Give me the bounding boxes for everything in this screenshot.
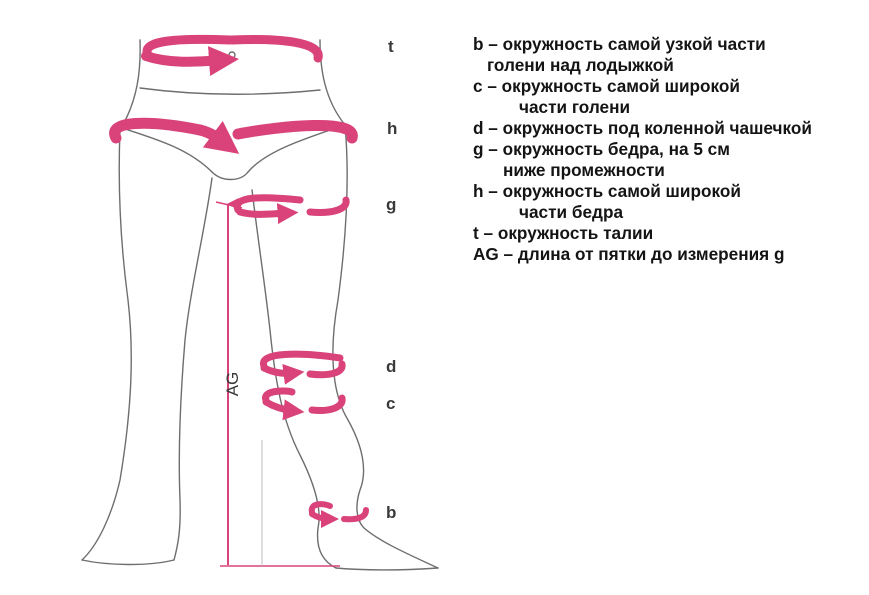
legend-item-c: с – окружность самой широкой части голен…	[473, 76, 869, 118]
legend-item-b: b – окружность самой узкой части голени …	[473, 34, 869, 76]
crotch	[211, 171, 249, 181]
right-leg-inner	[251, 189, 337, 569]
band-h-right	[232, 120, 358, 144]
measurement-bands	[109, 34, 369, 528]
band-d-back	[260, 350, 344, 370]
band-b-right	[341, 507, 369, 523]
torso-left-side	[119, 39, 141, 131]
band-h-front	[194, 120, 240, 154]
letter-b: b	[386, 503, 396, 522]
body-outline	[81, 39, 439, 571]
right-leg-outer	[332, 124, 439, 569]
letter-g: g	[386, 195, 396, 214]
legend-d-line1: d – окружность под коленной чашечкой	[473, 118, 812, 138]
legend-ag-line1: AG – длина от пятки до измерения g	[473, 244, 785, 264]
band-t-front	[141, 46, 239, 76]
ag-label: AG	[223, 372, 242, 397]
legend-item-g: g – окружность бедра, на 5 см ниже проме…	[473, 139, 869, 181]
legend-g-line1: g – окружность бедра, на 5 см	[473, 139, 730, 159]
letter-t: t	[388, 37, 394, 56]
legend-b-line1: b – окружность самой узкой части	[473, 34, 766, 54]
band-b-back	[308, 501, 333, 515]
left-leg-inner	[173, 177, 213, 561]
waist-line	[139, 87, 321, 95]
legend-g-line2: ниже промежности	[503, 160, 665, 180]
band-d-right	[306, 360, 346, 379]
legend-c-line1: с – окружность самой широкой	[473, 76, 740, 96]
navel	[228, 51, 236, 59]
band-t-back-right	[227, 35, 323, 63]
left-leg-outer	[81, 129, 132, 561]
legend-item-t: t – окружность талии	[473, 223, 869, 244]
measurement-letters: t h g d c b	[386, 37, 397, 522]
legend-h-line1: h – окружность самой широкой	[473, 181, 741, 201]
legend-t-line1: t – окружность талии	[473, 223, 654, 243]
band-g-front	[236, 203, 299, 225]
band-g-back	[233, 194, 304, 214]
legend-h-line2: части бедра	[519, 202, 623, 222]
band-c-back	[262, 387, 296, 404]
band-h-left	[109, 117, 206, 144]
measurement-legend: b – окружность самой узкой части голени …	[473, 34, 869, 265]
letter-d: d	[386, 357, 396, 376]
torso-right-side	[319, 39, 346, 126]
band-c-front	[262, 398, 305, 421]
letter-h: h	[387, 119, 397, 138]
ag-top-tick	[215, 201, 243, 209]
legend-item-h: h – окружность самой широкой части бедра	[473, 181, 869, 223]
band-b-front	[309, 509, 339, 528]
legend-item-ag: AG – длина от пятки до измерения g	[473, 244, 869, 265]
legend-item-d: d – окружность под коленной чашечкой	[473, 118, 869, 139]
legend-b-line2: голени над лодыжкой	[487, 55, 674, 75]
left-foot	[81, 559, 175, 566]
band-g-right	[306, 196, 350, 216]
right-foot	[335, 567, 439, 571]
ag-length-indicator: AG	[215, 198, 340, 567]
legend-c-line2: части голени	[519, 97, 631, 117]
band-d-front	[260, 363, 305, 385]
briefs-left	[121, 127, 213, 173]
band-t-back	[142, 34, 235, 60]
letter-c: c	[386, 394, 395, 413]
band-c-right	[308, 394, 346, 414]
